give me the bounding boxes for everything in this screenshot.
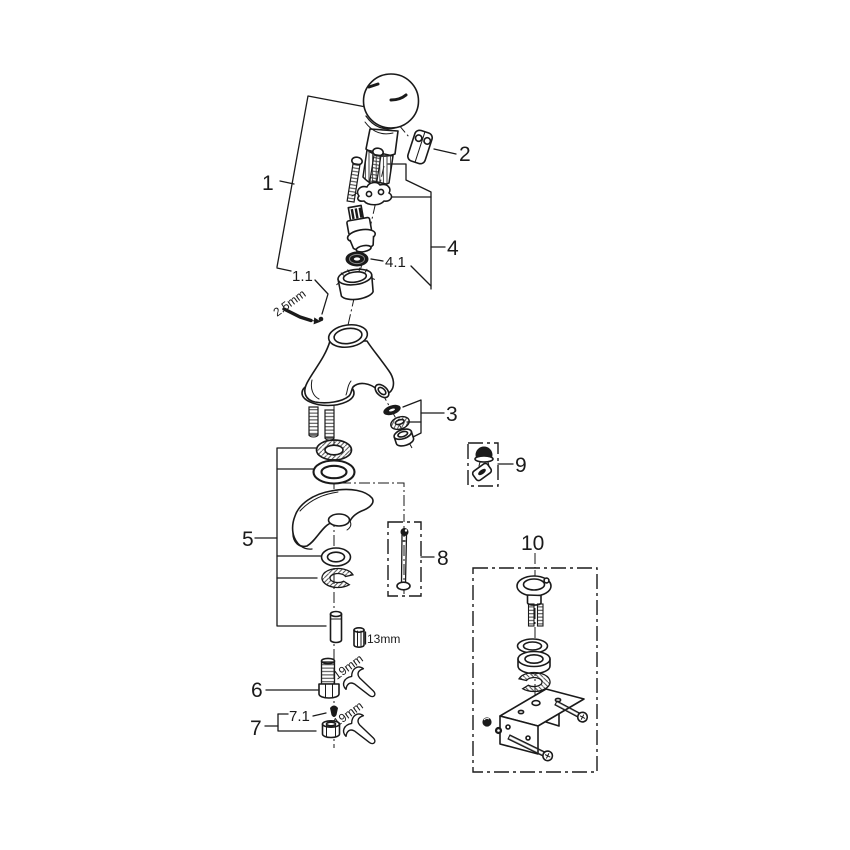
phantom-box-8 bbox=[387, 521, 422, 597]
shank-connector bbox=[329, 610, 343, 644]
callout-8: 8 bbox=[437, 547, 449, 570]
cap-nut bbox=[494, 726, 503, 735]
callout-4: 4 bbox=[447, 237, 459, 260]
handle-adapter bbox=[406, 129, 434, 165]
screw-cap bbox=[482, 717, 492, 727]
pull-rod bbox=[396, 528, 411, 591]
o-ring-washer bbox=[315, 439, 353, 461]
seal-washer bbox=[345, 251, 369, 267]
o-ring bbox=[312, 459, 356, 485]
callout-4-1: 4.1 bbox=[385, 254, 406, 271]
phantom-box-10 bbox=[472, 567, 598, 773]
cam-wedge bbox=[471, 462, 493, 482]
callout-labels: 1 1.1 2 3 4 4.1 5 6 7 7.1 8 9 10 bbox=[242, 143, 544, 740]
check-valve-plug bbox=[330, 705, 338, 717]
handle-screw bbox=[346, 156, 363, 203]
handle-mark bbox=[389, 93, 408, 102]
handle-mark bbox=[367, 82, 380, 89]
cam-plate bbox=[351, 181, 393, 206]
stop-knob bbox=[474, 446, 494, 467]
handle-screw bbox=[367, 147, 384, 192]
drain-knob bbox=[516, 575, 552, 606]
spout-outlet bbox=[374, 383, 390, 399]
callout-lines bbox=[254, 95, 514, 732]
retaining-clip bbox=[321, 567, 354, 589]
inlet-nut bbox=[321, 719, 341, 739]
socket-size-label: 13mm bbox=[367, 632, 400, 646]
aerator-insert bbox=[390, 415, 410, 431]
base-plate bbox=[291, 488, 374, 550]
threaded-rod bbox=[527, 603, 544, 627]
callout-5: 5 bbox=[242, 528, 254, 551]
socket-wrench-icon bbox=[353, 626, 365, 648]
mounting-screw bbox=[554, 700, 589, 723]
phantom-box-9 bbox=[467, 442, 499, 487]
callout-1: 1 bbox=[262, 172, 274, 195]
callout-7: 7 bbox=[250, 717, 262, 740]
spacer-ring bbox=[320, 547, 352, 567]
callout-10: 10 bbox=[521, 532, 544, 555]
thick-washer bbox=[517, 650, 551, 675]
callout-1-1: 1.1 bbox=[292, 268, 313, 285]
aerator-housing bbox=[393, 428, 415, 447]
callout-6: 6 bbox=[251, 679, 263, 702]
allen-key-icon bbox=[282, 307, 321, 325]
aerator-washer bbox=[383, 404, 401, 416]
set-screw bbox=[318, 316, 324, 322]
callout-9: 9 bbox=[515, 454, 527, 477]
callout-3: 3 bbox=[446, 403, 458, 426]
faucet-body bbox=[301, 316, 395, 407]
callout-2: 2 bbox=[459, 143, 471, 166]
mounting-studs bbox=[308, 406, 335, 441]
callout-7-1: 7.1 bbox=[289, 708, 310, 725]
cartridge bbox=[346, 204, 377, 253]
mounting-screw bbox=[507, 734, 554, 762]
mounting-bracket bbox=[499, 688, 585, 755]
retaining-ring bbox=[336, 267, 375, 301]
allen-key-size-label: 2.5mm bbox=[271, 287, 309, 320]
flow-regulator bbox=[318, 657, 340, 699]
